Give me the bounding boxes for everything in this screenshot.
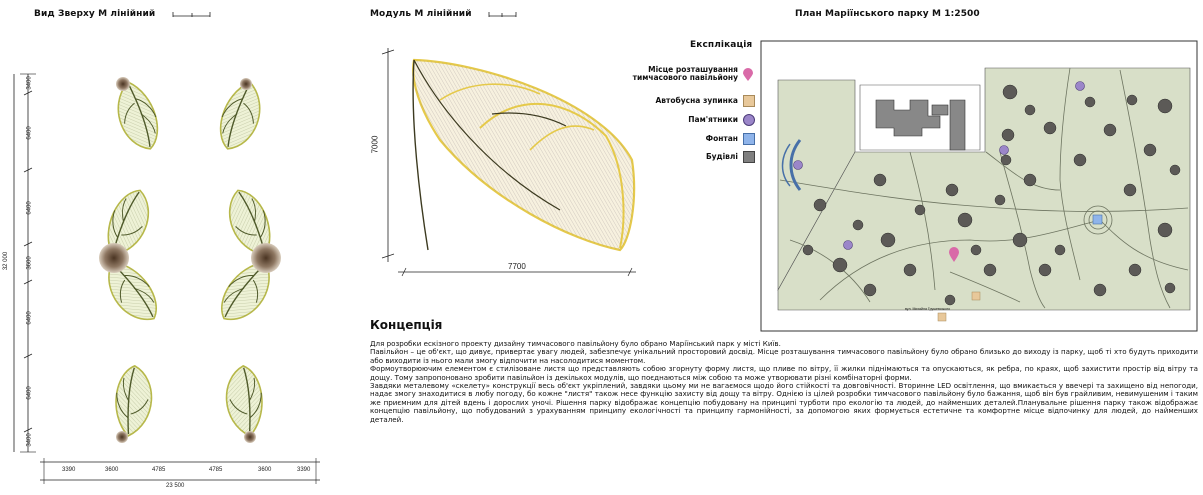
dim-v-segment-1: 3400 (26, 76, 33, 90)
legend-label-pavilion: Місце розташування тимчасового павільйон… (632, 65, 738, 82)
concept-paragraph: Для розробки ескізного проекту дизайну т… (370, 339, 781, 348)
legend-label-monuments: Пам'ятники (688, 115, 738, 124)
dim-h-segment-6: 3390 (297, 467, 311, 473)
module-drawing (381, 48, 636, 277)
dim-v-total: 32 000 (3, 251, 10, 271)
legend-title: Експлікація (690, 40, 753, 50)
street-label: вул. Михайла Грушевського (905, 307, 951, 311)
concept-title: Концепція (370, 318, 443, 332)
fountain-square-icon (743, 133, 755, 145)
module-height-label: 7000 (370, 135, 380, 154)
legend-label-fountain: Фонтан (705, 134, 738, 143)
legend-label-buildings: Будівлі (705, 152, 738, 161)
dim-v-segment-2: 6400 (26, 126, 33, 140)
concept-paragraph: Завдяки металевому «скелету» конструкції… (370, 381, 1198, 424)
dim-h-segment-5: 3600 (258, 467, 272, 473)
concept-text: Для розробки ескізного проекту дизайну т… (370, 339, 1198, 424)
dim-v-segment-4: 3600 (26, 256, 33, 270)
module-width-label: 7700 (508, 262, 526, 271)
top-view-scale-bar (172, 12, 211, 17)
dim-h-total: 23 500 (166, 483, 185, 489)
dim-v-segment-7: 3400 (26, 433, 33, 447)
dim-h-segment-2: 3600 (105, 467, 119, 473)
dim-v-segment-6: 6400 (26, 386, 33, 400)
module-scale-bar (488, 12, 517, 17)
dim-v-segment-3: 6400 (26, 201, 33, 215)
top-view-title: Вид Зверху М лінійний (34, 9, 156, 19)
map-pin-icon (743, 68, 753, 81)
monument-circle-icon (743, 114, 755, 126)
concept-paragraph: Павільйон – це об'єкт, що дивує, приверт… (370, 347, 1198, 365)
dim-h-segment-3: 4785 (152, 467, 166, 473)
building-square-icon (743, 151, 755, 163)
module-view-title: Модуль М лінійний (370, 9, 472, 19)
dim-h-segment-4: 4785 (209, 467, 223, 473)
bus-stop-square-icon (743, 95, 755, 107)
park-plan-title: План Маріїнського парку М 1:2500 (795, 9, 980, 19)
dim-v-segment-5: 6400 (26, 311, 33, 325)
concept-paragraph: Формоутворюючим елементом є стилізоване … (370, 364, 1198, 382)
park-map (760, 40, 1198, 332)
top-view-drawing (13, 73, 320, 484)
legend-label-bus-stop: Автобусна зупинка (655, 96, 739, 105)
dim-h-segment-1: 3390 (62, 467, 76, 473)
